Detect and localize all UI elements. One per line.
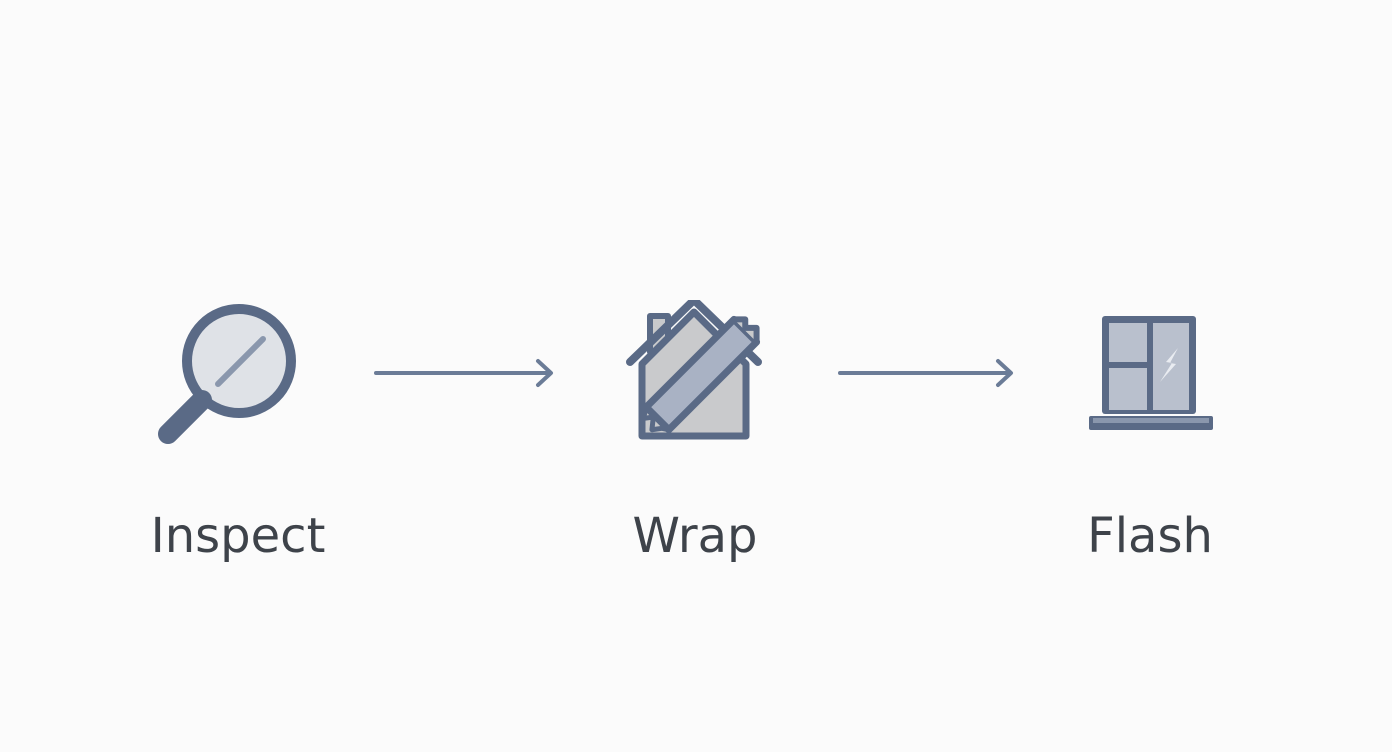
arrow-right-icon xyxy=(838,359,1013,387)
step-label-flash: Flash xyxy=(1087,508,1213,564)
step-label-wrap: Wrap xyxy=(632,508,758,564)
house-wrap-icon xyxy=(626,300,762,440)
arrow-right-icon xyxy=(374,359,553,387)
step-label-inspect: Inspect xyxy=(150,508,326,564)
magnifying-glass-icon xyxy=(158,304,296,444)
window-flashing-icon xyxy=(1089,316,1213,430)
